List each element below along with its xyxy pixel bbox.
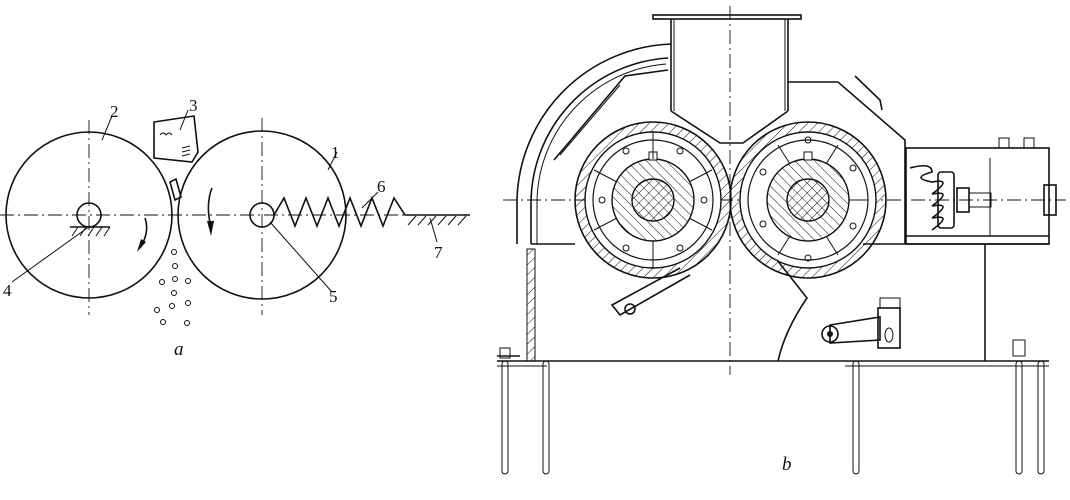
- fixed-roll-assembly: [574, 121, 732, 279]
- crushed-product-particles: [154, 249, 191, 326]
- caption-b: b: [782, 454, 792, 475]
- spring-6: [273, 195, 470, 229]
- top-lever: [854, 75, 883, 111]
- machine-frame: [497, 147, 1050, 362]
- leader-lines: [11, 109, 438, 293]
- frame-support-7: [407, 215, 467, 226]
- schematic-a: 1 2 3 4 5 6 7 a: [0, 96, 470, 360]
- label-3: 3: [189, 96, 198, 115]
- anchor-bolts: [497, 339, 1049, 475]
- label-4: 4: [3, 281, 12, 300]
- label-1: 1: [331, 143, 340, 162]
- label-2: 2: [110, 102, 119, 121]
- material-lump-3: [153, 115, 199, 163]
- movable-roll-1: [177, 130, 347, 300]
- discharge-flap: [610, 267, 691, 317]
- adjusting-lever: [821, 297, 901, 349]
- feed-hopper: [652, 14, 802, 144]
- assembly-drawing-b: b: [497, 6, 1066, 475]
- label-7: 7: [434, 243, 443, 262]
- rotation-arrow-right: [207, 187, 213, 224]
- fixed-support-hatch: [70, 226, 111, 237]
- caption-a: a: [174, 339, 184, 360]
- right-housing: [788, 81, 906, 244]
- label-5: 5: [329, 287, 338, 306]
- small-lump: [169, 177, 182, 202]
- fixed-roll-2: [5, 131, 173, 299]
- spring-assembly: [909, 137, 1057, 231]
- roll-guard-cover: [516, 43, 672, 244]
- label-6: 6: [377, 177, 386, 196]
- movable-roll-assembly: [729, 121, 887, 279]
